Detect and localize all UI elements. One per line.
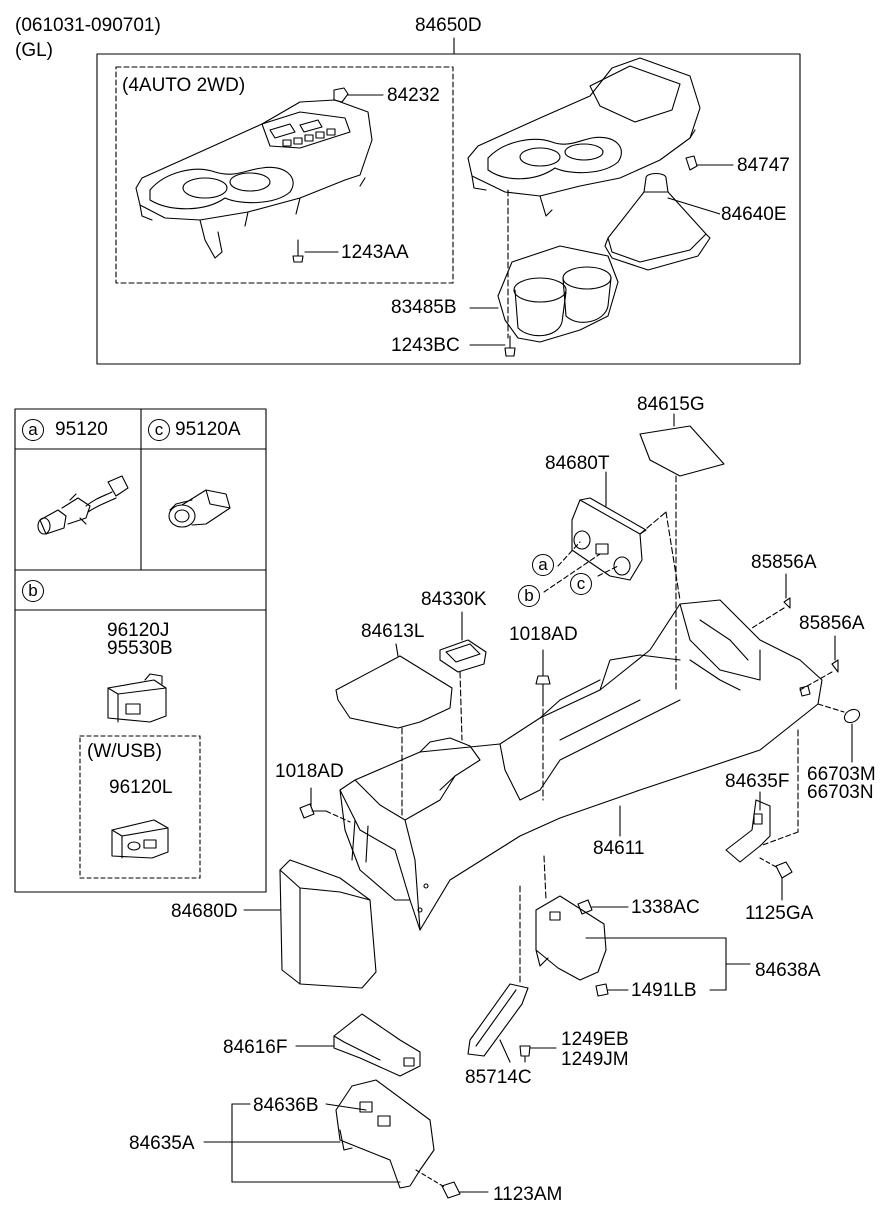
part-84650D-label: 84650D (415, 15, 482, 36)
part-96120J-label: 96120J (107, 620, 170, 641)
part-84635F-label: 84635F (725, 771, 790, 792)
part-84640E-label: 84640E (720, 204, 788, 225)
callout-c-legend: c (148, 419, 170, 441)
callout-b: b (518, 585, 540, 607)
sub-box-title: (4AUTO 2WD) (121, 75, 247, 96)
date-range-label: (061031-090701) (15, 15, 161, 36)
console-top-drawing (467, 57, 701, 217)
side-cover-84680d-drawing (279, 859, 377, 989)
callout-a: a (532, 554, 554, 576)
part-85856A-label-1: 85856A (751, 552, 817, 573)
part-1249JM-label: 1249JM (561, 1049, 629, 1070)
jack-96120l-drawing (111, 819, 169, 859)
cap-66703-drawing (843, 708, 861, 724)
pad-84613l-drawing (335, 655, 453, 729)
callout-b-legend: b (22, 580, 44, 602)
shift-boot-drawing (604, 172, 721, 271)
usb-title-label: (W/USB) (86, 741, 163, 762)
bracket-84635f-drawing (725, 799, 771, 863)
part-1249EB-label: 1249EB (561, 1029, 629, 1050)
part-84613L-label: 84613L (361, 621, 425, 642)
part-84615G-label: 84615G (637, 394, 705, 415)
part-85714C-label: 85714C (465, 1067, 532, 1088)
connector-95120-drawing (37, 475, 129, 535)
part-84638A-label: 84638A (755, 960, 821, 981)
top-group-frame (96, 53, 801, 365)
panel-84680t-drawing (571, 471, 647, 581)
part-1018AD-label-1: 1018AD (509, 624, 578, 645)
part-1125GA-label: 1125GA (745, 903, 814, 924)
jack-96120j-drawing (107, 673, 167, 723)
part-83485B-label: 83485B (390, 297, 458, 318)
part-66703N-label: 66703N (807, 782, 874, 803)
part-84611-label: 84611 (593, 838, 645, 859)
part-95530B-label: 95530B (107, 638, 173, 659)
auto-2wd-subframe (115, 66, 454, 284)
part-84330K-label: 84330K (421, 589, 487, 610)
floor-console-drawing (339, 599, 823, 931)
callout-a-legend: a (22, 419, 44, 441)
part-84680D-label: 84680D (171, 901, 238, 922)
part-95120A-label: 95120A (175, 419, 241, 440)
part-1491LB-label: 1491LB (631, 980, 697, 1001)
rail-85714c-drawing (467, 983, 529, 1057)
variant-label: (GL) (15, 40, 53, 61)
bracket-84616f-drawing (333, 1013, 421, 1077)
bracket-84635a-drawing (335, 1079, 435, 1189)
socket-95120a-drawing (168, 489, 231, 528)
part-1243BC-label: 1243BC (390, 335, 461, 356)
part-85856A-label-2: 85856A (799, 613, 865, 634)
part-1123AM-label: 1123AM (493, 1184, 563, 1205)
part-84747-label: 84747 (736, 155, 791, 176)
callout-c: c (570, 573, 592, 595)
part-1243AA-label: 1243AA (340, 242, 410, 263)
console-top-4auto-drawing (135, 99, 373, 259)
bracket-84638a-drawing (535, 895, 607, 981)
legend-box-frame (14, 408, 267, 893)
part-84636B-label: 84636B (253, 1095, 319, 1116)
part-1018AD-label-2: 1018AD (275, 761, 344, 782)
part-84232-label: 84232 (386, 85, 441, 106)
switch-84330k-drawing (439, 611, 487, 673)
part-1338AC-label: 1338AC (631, 897, 700, 918)
cover-84615g-drawing (639, 425, 725, 477)
part-84616F-label: 84616F (223, 1037, 288, 1058)
cup-holder-drawing (469, 245, 619, 343)
part-95120-label: 95120 (55, 419, 108, 440)
part-84635A-label: 84635A (129, 1133, 195, 1154)
part-96120L-label: 96120L (109, 777, 173, 798)
part-84680T-label: 84680T (545, 453, 610, 474)
part-66703M-label: 66703M (807, 764, 876, 785)
